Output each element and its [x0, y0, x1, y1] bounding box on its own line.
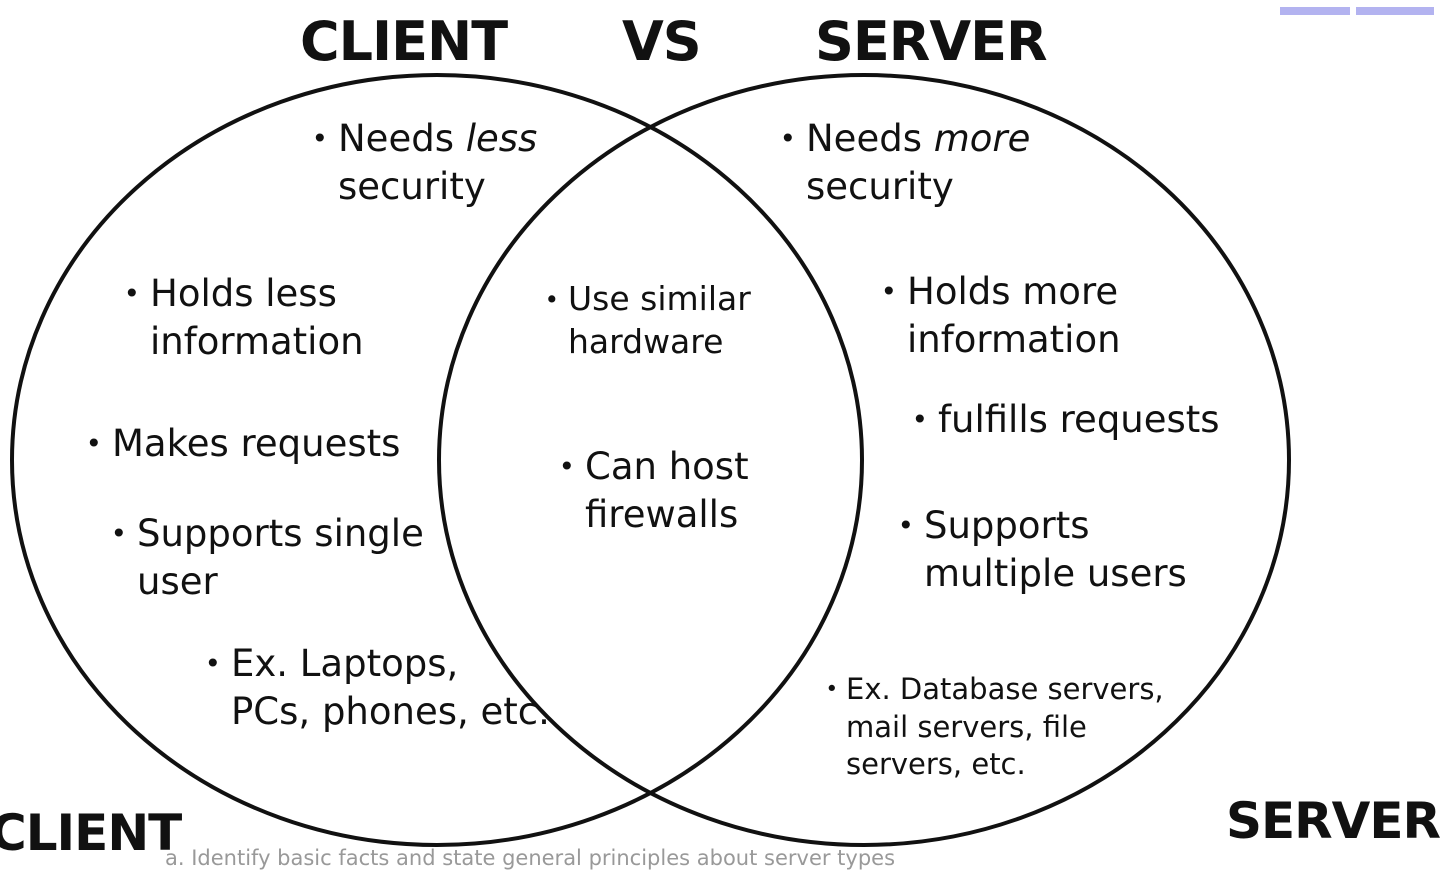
- title-client: CLIENT: [300, 10, 508, 73]
- title-server: SERVER: [815, 10, 1048, 73]
- corner-accent-bar: [1280, 0, 1440, 15]
- client-item-examples: •Ex. Laptops,PCs, phones, etc.: [204, 642, 550, 734]
- title-vs: VS: [622, 10, 702, 73]
- server-item-requests: •fulfills requests: [911, 398, 1220, 441]
- client-item-requests: •Makes requests: [85, 422, 401, 465]
- corner-label-client: CLIENT: [0, 804, 182, 862]
- client-circle: [10, 73, 864, 847]
- footnote-text: a. Identify basic facts and state genera…: [165, 846, 896, 870]
- server-circle: [437, 73, 1291, 847]
- server-item-examples: •Ex. Database servers,mail servers, file…: [825, 672, 1164, 782]
- corner-label-server: SERVER: [1226, 792, 1440, 850]
